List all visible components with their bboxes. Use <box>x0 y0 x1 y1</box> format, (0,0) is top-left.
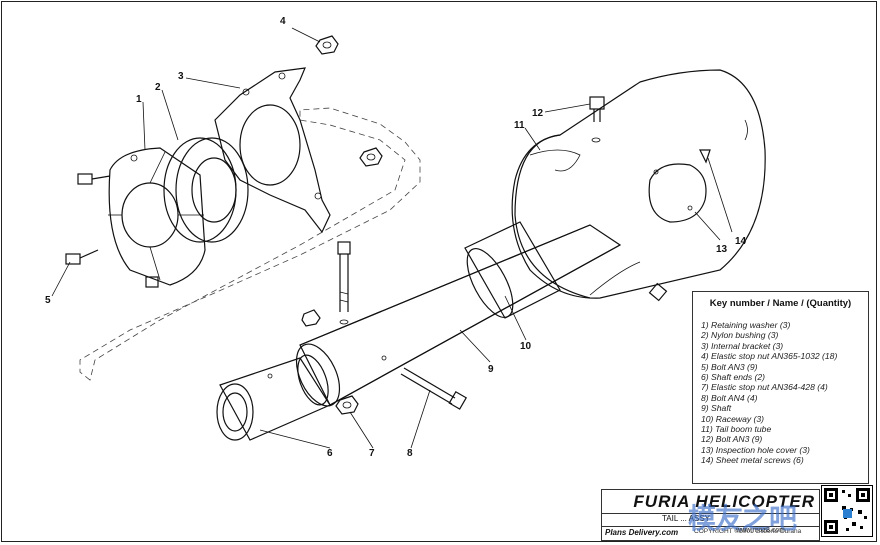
key-list: 1) Retaining washer (3) 2) Nylon bushing… <box>701 320 837 466</box>
key-title: Key number / Name / (Quantity) <box>709 298 852 309</box>
parts-key-table: Key number / Name / (Quantity) 1) Retain… <box>692 291 869 484</box>
dashed-group-outline <box>79 107 421 381</box>
sheet-metal-screw <box>699 149 711 164</box>
callout-13: 13 <box>716 244 728 255</box>
key-item: 12) Bolt AN3 (9) <box>701 434 763 445</box>
bolt-an3-5c <box>145 276 159 288</box>
bolt-an3-5b <box>65 249 99 265</box>
bolt-an3-5a <box>77 173 111 185</box>
callout-1: 1 <box>136 94 142 105</box>
key-item: 8) Bolt AN4 (4) <box>701 392 758 403</box>
key-item: 10) Raceway (3) <box>701 413 765 424</box>
callout-4: 4 <box>280 16 286 27</box>
raceway-part <box>464 221 561 319</box>
part-name: TAIL ... ASSY <box>662 514 711 523</box>
callout-3: 3 <box>178 71 184 82</box>
callout-9: 9 <box>488 364 494 375</box>
qr-code-icon[interactable] <box>821 485 873 537</box>
key-item: 7) Elastic stop nut AN364-428 (4) <box>701 382 828 393</box>
watermark-text: 模友之吧 <box>688 503 797 534</box>
qr-pattern <box>824 488 870 534</box>
callout-6: 6 <box>327 448 333 459</box>
key-item: 1) Retaining washer (3) <box>701 320 791 330</box>
callout-12: 12 <box>532 108 544 119</box>
key-item: 4) Elastic stop nut AN365-1032 (18) <box>701 351 838 362</box>
callout-14: 14 <box>735 236 747 247</box>
copyright-text: COPYRIGHT ©2001 Gilberto Durana <box>694 528 802 535</box>
key-item: 14) Sheet metal screws (6) <box>701 455 804 466</box>
key-item: 6) Shaft ends (2) <box>701 372 766 383</box>
title-block-divider <box>602 526 819 527</box>
callout-2: 2 <box>155 82 161 93</box>
title-block: FURIA HELICOPTER TAIL ... ASSY Plans Del… <box>601 489 820 541</box>
callout-8: 8 <box>407 448 413 459</box>
site-name: Plans Delivery.com <box>605 528 679 537</box>
bolt-an4-8 <box>400 367 468 410</box>
callout-7: 7 <box>369 448 375 459</box>
bolt-an3-lower <box>648 282 668 302</box>
key-item: 11) Tail boom tube <box>701 424 772 435</box>
watermark-url: www.moz8.com <box>736 527 786 534</box>
bolt-an4-vertical <box>337 241 351 325</box>
callout-5: 5 <box>45 295 51 306</box>
key-item: 2) Nylon bushing (3) <box>701 330 779 341</box>
elastic-stop-nut-upper <box>301 309 321 327</box>
shaft-part <box>295 224 622 407</box>
leader-lines <box>51 27 733 449</box>
key-item: 3) Internal bracket (3) <box>701 340 784 351</box>
elastic-stop-nut-4 <box>315 35 339 55</box>
elastic-stop-nut-side <box>359 147 383 167</box>
callout-10: 10 <box>520 341 532 352</box>
inspection-hole-cover <box>648 163 707 223</box>
nylon-bushing-part <box>163 137 249 243</box>
tail-boom-tube <box>511 69 766 299</box>
retaining-washer-part <box>108 147 206 286</box>
internal-bracket-part <box>214 67 331 234</box>
bolt-an3-12 <box>589 96 605 143</box>
key-item: 13) Inspection hole cover (3) <box>701 444 810 455</box>
elastic-stop-nut-7 <box>335 395 359 415</box>
brand-title: FURIA HELICOPTER <box>633 492 815 511</box>
key-item: 9) Shaft <box>701 403 732 414</box>
title-block-divider <box>602 513 819 514</box>
callout-11: 11 <box>514 120 525 131</box>
shaft-end-part <box>216 354 331 441</box>
key-item: 5) Bolt AN3 (9) <box>701 361 758 372</box>
